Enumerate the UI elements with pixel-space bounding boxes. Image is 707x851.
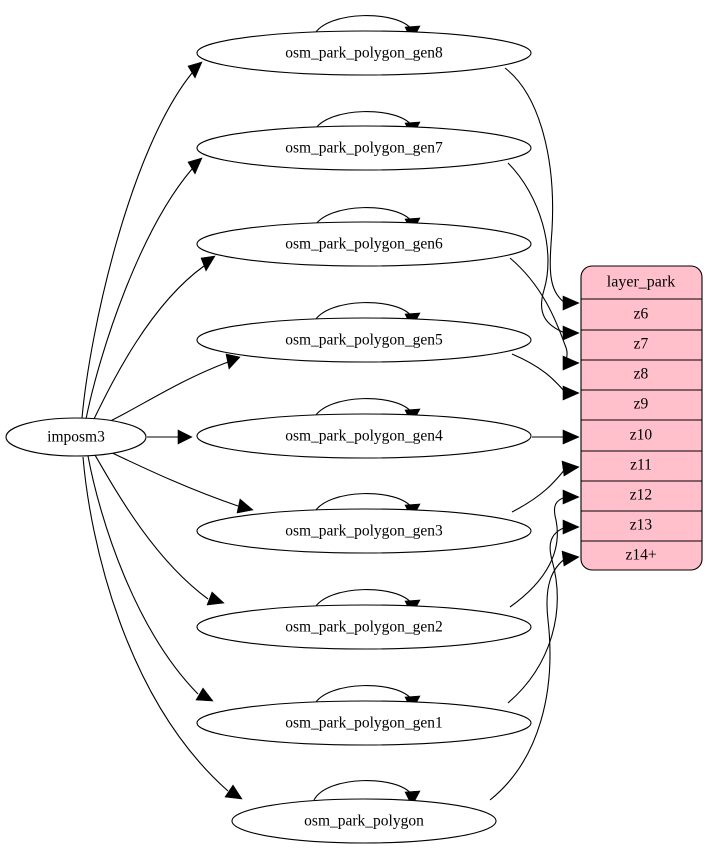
edge-imposm3-to-gen4 bbox=[147, 429, 193, 445]
table-row-z14-label: z14+ bbox=[625, 547, 656, 564]
edge-imposm3-to-gen6 bbox=[92, 255, 216, 422]
edge-gen8-to-z6 bbox=[504, 67, 580, 311]
table-row-z11-label: z11 bbox=[630, 457, 652, 474]
node-gen6-label: osm_park_polygon_gen6 bbox=[285, 236, 443, 253]
node-gen7[interactable]: osm_park_polygon_gen7 bbox=[196, 125, 532, 171]
table-row-z6-label: z6 bbox=[634, 306, 649, 323]
edge-imposm3-to-gen5 bbox=[103, 353, 241, 425]
node-gen5-label: osm_park_polygon_gen5 bbox=[285, 332, 443, 349]
table-row-z8-label: z8 bbox=[634, 366, 649, 383]
node-gen3-label: osm_park_polygon_gen3 bbox=[285, 523, 443, 540]
node-gen5[interactable]: osm_park_polygon_gen5 bbox=[196, 317, 532, 363]
edge-gen4-to-z10 bbox=[532, 429, 580, 445]
edge-gen3-to-z11 bbox=[511, 460, 580, 513]
node-gen2[interactable]: osm_park_polygon_gen2 bbox=[196, 604, 532, 650]
edges-to-layer-table bbox=[489, 67, 580, 801]
edge-imposm3-to-gen8 bbox=[81, 61, 203, 419]
edge-base-to-z14 bbox=[489, 550, 580, 801]
table-row-z9-label: z9 bbox=[634, 396, 649, 413]
table-row-z10-label: z10 bbox=[630, 427, 653, 444]
node-gen1-label: osm_park_polygon_gen1 bbox=[285, 715, 443, 732]
edge-imposm3-to-base bbox=[82, 456, 243, 800]
node-gen1[interactable]: osm_park_polygon_gen1 bbox=[196, 700, 532, 746]
node-gen8-label: osm_park_polygon_gen8 bbox=[285, 45, 443, 62]
node-gen4[interactable]: osm_park_polygon_gen4 bbox=[196, 413, 532, 459]
node-gen6[interactable]: osm_park_polygon_gen6 bbox=[196, 221, 532, 267]
node-imposm3[interactable]: imposm3 bbox=[5, 417, 147, 457]
edge-gen6-to-z8 bbox=[509, 257, 580, 371]
table-row-z7-label: z7 bbox=[634, 336, 649, 353]
node-gen2-label: osm_park_polygon_gen2 bbox=[285, 619, 443, 636]
node-imposm3-label: imposm3 bbox=[47, 429, 105, 446]
table-row-z12-label: z12 bbox=[630, 487, 652, 504]
node-gen7-label: osm_park_polygon_gen7 bbox=[285, 140, 443, 157]
edge-gen5-to-z9 bbox=[511, 353, 580, 401]
edge-imposm3-to-gen7 bbox=[85, 157, 203, 420]
edges-from-source bbox=[81, 61, 254, 800]
edge-imposm3-to-gen1 bbox=[87, 455, 214, 702]
edge-gen1-to-z13 bbox=[507, 519, 580, 704]
layer-park-table[interactable]: layer_park z6 z7 z8 z9 z10 z11 z12 z13 z… bbox=[580, 265, 703, 571]
layer-park-header-label: layer_park bbox=[607, 274, 675, 291]
node-gen3[interactable]: osm_park_polygon_gen3 bbox=[196, 508, 532, 554]
node-gen8[interactable]: osm_park_polygon_gen8 bbox=[196, 30, 532, 76]
edge-imposm3-to-gen2 bbox=[94, 454, 225, 606]
self-loop-base bbox=[313, 780, 421, 807]
edge-imposm3-to-gen3 bbox=[107, 450, 254, 514]
node-base[interactable]: osm_park_polygon bbox=[231, 798, 497, 844]
edge-gen7-to-z7 bbox=[507, 162, 580, 341]
table-row-z13-label: z13 bbox=[630, 517, 653, 534]
node-base-label: osm_park_polygon bbox=[304, 813, 424, 830]
edge-gen2-to-z12 bbox=[509, 489, 580, 608]
node-gen4-label: osm_park_polygon_gen4 bbox=[285, 428, 443, 445]
